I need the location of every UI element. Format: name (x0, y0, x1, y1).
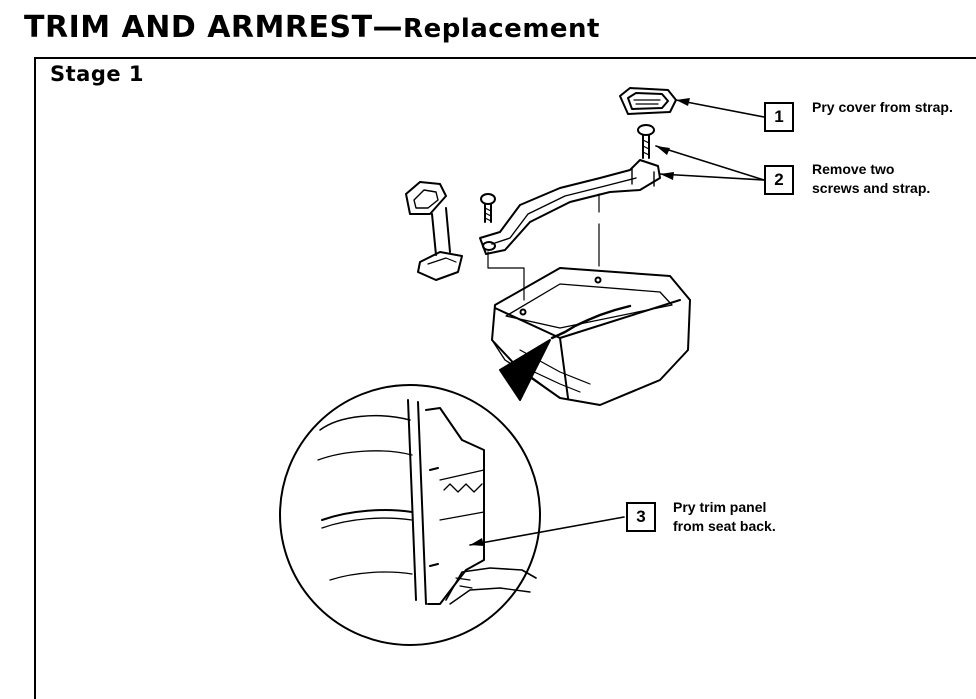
callout-1-box: 1 (764, 102, 794, 132)
left-bracket (405, 181, 463, 281)
armrest-strap (479, 159, 661, 255)
screw-right (637, 124, 655, 159)
armrest-illustration (279, 87, 765, 646)
armrest-body (491, 267, 691, 406)
title-main: TRIM AND ARMREST (24, 10, 373, 45)
callout-2-text: Remove two screws and strap. (812, 161, 931, 196)
page-title: TRIM AND ARMREST—Replacement (24, 10, 600, 45)
leader-arrowheads (470, 98, 690, 546)
strap-cover (619, 87, 677, 115)
alignment-lines (487, 193, 600, 301)
screw-left (480, 193, 496, 223)
callout-3-box: 3 (626, 502, 656, 532)
content-frame (34, 57, 976, 699)
stage-label: Stage 1 (50, 62, 145, 86)
callout-2-box: 2 (764, 165, 794, 195)
callout-3-text: Pry trim panel from seat back. (673, 499, 776, 534)
detail-circle (279, 384, 541, 646)
title-subtitle: Replacement (403, 14, 600, 44)
detail-pointer (499, 339, 551, 401)
callout-1-text: Pry cover from strap. (812, 99, 953, 115)
title-dash: — (372, 10, 404, 45)
leader-lines (469, 99, 765, 546)
